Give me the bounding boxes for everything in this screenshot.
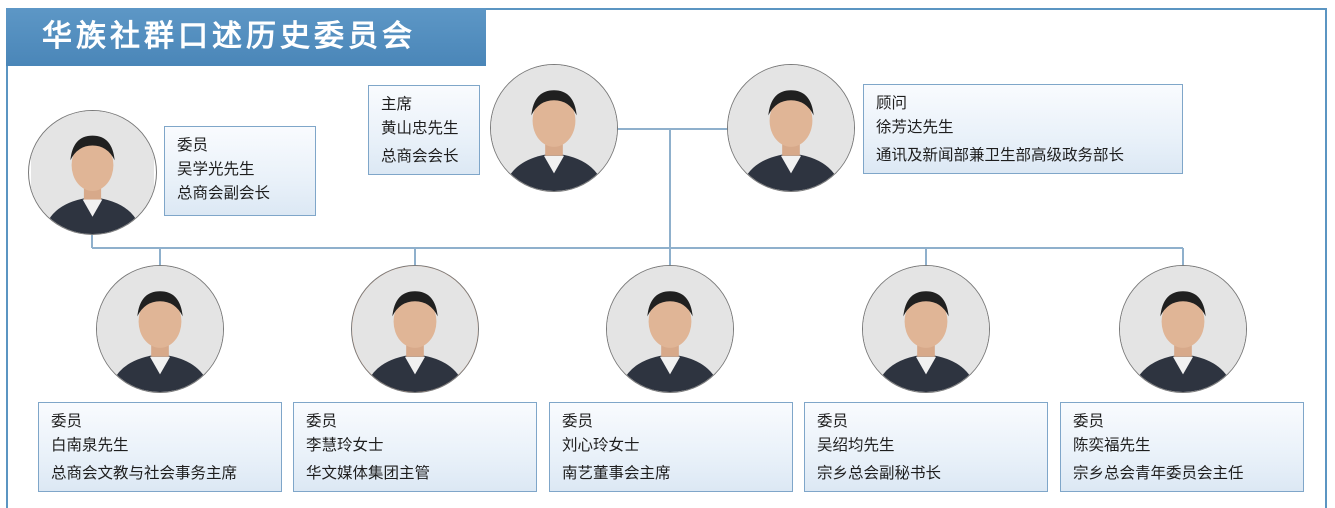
advisor-photo [727, 64, 855, 192]
member-5-role: 委员 [1073, 412, 1105, 430]
member-2-role: 委员 [306, 412, 338, 430]
chair-role: 主席 [381, 95, 413, 113]
member-2-name: 李慧玲女士 [306, 436, 384, 454]
portrait-photo-icon [1120, 266, 1246, 392]
member-4-title: 宗乡总会副秘书长 [817, 464, 942, 482]
member-top-card: 委员 吴学光先生 总商会副会长 [164, 126, 316, 216]
member-4-name: 吴绍均先生 [817, 436, 895, 454]
member-top-name: 吴学光先生 [177, 160, 255, 178]
member-top-title: 总商会副会长 [177, 184, 271, 202]
chair-photo [490, 64, 618, 192]
portrait-photo-icon [352, 266, 478, 392]
portrait-photo-icon [97, 266, 223, 392]
member-3-photo [606, 265, 734, 393]
advisor-title: 通讯及新闻部兼卫生部高级政务部长 [876, 146, 1125, 164]
portrait-photo-icon [863, 266, 989, 392]
member-3-card: 委员 刘心玲女士 南艺董事会主席 [549, 402, 793, 492]
member-5-card: 委员 陈奕福先生 宗乡总会青年委员会主任 [1060, 402, 1304, 492]
member-4-role: 委员 [817, 412, 849, 430]
advisor-role: 顾问 [876, 94, 908, 112]
member-1-photo [96, 265, 224, 393]
portrait-photo-icon [728, 65, 854, 191]
portrait-photo-icon [607, 266, 733, 392]
member-1-role: 委员 [51, 412, 83, 430]
member-3-name: 刘心玲女士 [562, 436, 640, 454]
portrait-photo-icon [491, 65, 617, 191]
chair-title: 总商会会长 [381, 147, 459, 165]
member-3-title: 南艺董事会主席 [562, 464, 671, 482]
member-4-photo [862, 265, 990, 393]
member-1-title: 总商会文教与社会事务主席 [51, 464, 238, 482]
chair-name: 黄山忠先生 [381, 119, 459, 137]
member-4-card: 委员 吴绍均先生 宗乡总会副秘书长 [804, 402, 1048, 492]
advisor-card: 顾问 徐芳达先生 通讯及新闻部兼卫生部高级政务部长 [863, 84, 1183, 174]
advisor-name: 徐芳达先生 [876, 118, 954, 136]
page-title: 华族社群口述历史委员会 [6, 8, 486, 66]
member-3-role: 委员 [562, 412, 594, 430]
member-5-title: 宗乡总会青年委员会主任 [1073, 464, 1244, 482]
member-5-name: 陈奕福先生 [1073, 436, 1151, 454]
member-1-card: 委员 白南泉先生 总商会文教与社会事务主席 [38, 402, 282, 492]
chair-card: 主席 黄山忠先生 总商会会长 [368, 85, 480, 175]
member-1-name: 白南泉先生 [51, 436, 129, 454]
member-2-card: 委员 李慧玲女士 华文媒体集团主管 [293, 402, 537, 492]
member-top-role: 委员 [177, 136, 209, 154]
member-5-photo [1119, 265, 1247, 393]
portrait-photo-icon [29, 111, 156, 234]
member-top-photo [28, 110, 157, 235]
member-2-title: 华文媒体集团主管 [306, 464, 431, 482]
member-2-photo [351, 265, 479, 393]
